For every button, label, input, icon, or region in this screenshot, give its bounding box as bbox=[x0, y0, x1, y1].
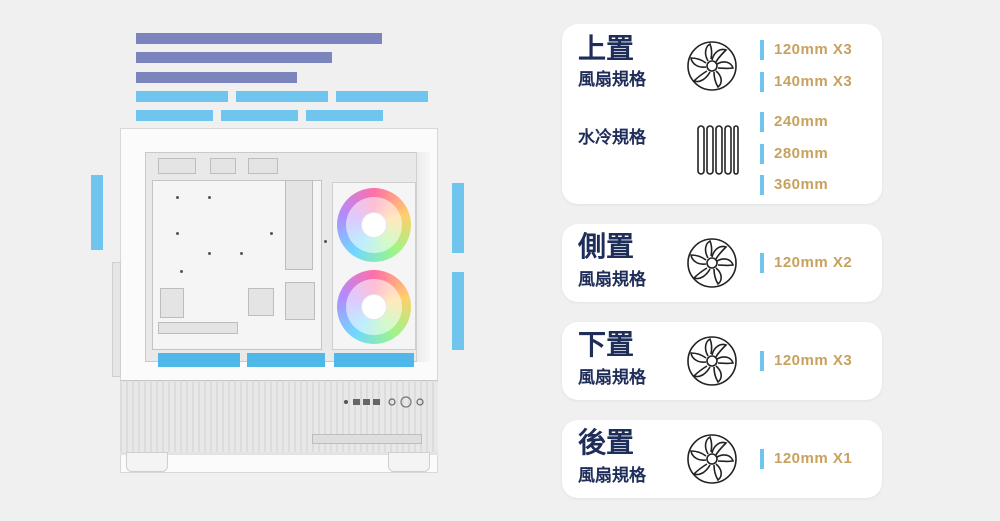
side-fan-indicator bbox=[452, 183, 464, 253]
spec-card-bottom: 下置 風扇規格 120mm X3 bbox=[562, 322, 882, 400]
spec-value: 120mm X1 bbox=[774, 450, 853, 467]
top-radiator-indicator-bar bbox=[136, 110, 213, 121]
spec-card-subtitle: 風扇規格 bbox=[578, 466, 646, 486]
cable-cutout bbox=[158, 322, 238, 334]
spec-card-subtitle: 水冷規格 bbox=[578, 128, 646, 148]
standoff-hole bbox=[176, 196, 179, 199]
bottom-fan-strip bbox=[247, 353, 325, 367]
radiator-icon bbox=[697, 125, 739, 175]
top-radiator-indicator-bar bbox=[336, 91, 428, 102]
cable-cutout bbox=[210, 158, 236, 174]
spec-card-rear: 後置 風扇規格 120mm X1 bbox=[562, 420, 882, 498]
spec-card-side: 側置 風扇規格 120mm X2 bbox=[562, 224, 882, 302]
cable-cutout bbox=[160, 288, 184, 318]
cable-cutout bbox=[285, 282, 315, 320]
rear-fan-indicator bbox=[91, 175, 103, 250]
rgb-fan-icon bbox=[337, 270, 411, 344]
bottom-fan-strip bbox=[334, 353, 414, 367]
bottom-fan-strip bbox=[158, 353, 240, 367]
spec-card-subtitle: 風扇規格 bbox=[578, 270, 646, 290]
spec-value: 360mm bbox=[774, 176, 829, 193]
cable-cutout bbox=[285, 180, 313, 270]
standoff-hole bbox=[240, 252, 243, 255]
spec-value: 120mm X3 bbox=[774, 352, 853, 369]
spec-value: 140mm X3 bbox=[774, 73, 853, 90]
side-fan-indicator bbox=[452, 272, 464, 350]
top-radiator-indicator-bar bbox=[236, 91, 328, 102]
rgb-fan-icon bbox=[337, 188, 411, 262]
top-radiator-indicator-bar bbox=[221, 110, 298, 121]
case-left-panel bbox=[112, 262, 121, 377]
case-foot bbox=[388, 452, 430, 472]
standoff-hole bbox=[270, 232, 273, 235]
top-fan-indicator-bar bbox=[136, 52, 332, 63]
spec-value: 280mm bbox=[774, 145, 829, 162]
standoff-hole bbox=[180, 270, 183, 273]
top-radiator-indicator-bar bbox=[136, 91, 228, 102]
fan-icon bbox=[687, 336, 737, 386]
standoff-hole bbox=[176, 232, 179, 235]
case-glass-edge bbox=[416, 152, 431, 362]
cable-cutout bbox=[158, 158, 196, 174]
spec-card-subtitle: 風扇規格 bbox=[578, 368, 646, 388]
top-fan-indicator-bar bbox=[136, 72, 297, 83]
spec-card-title: 上置 bbox=[578, 32, 635, 65]
spec-card-subtitle: 風扇規格 bbox=[578, 70, 646, 90]
cable-cutout bbox=[248, 288, 274, 316]
fan-icon bbox=[687, 434, 737, 484]
standoff-hole bbox=[208, 252, 211, 255]
spec-card-title: 下置 bbox=[578, 328, 635, 361]
bottom-vent bbox=[312, 434, 422, 444]
front-io-panel bbox=[340, 393, 430, 408]
spec-card-title: 後置 bbox=[578, 426, 635, 459]
cable-cutout bbox=[248, 158, 278, 174]
spec-value: 120mm X3 bbox=[774, 41, 853, 58]
standoff-hole bbox=[324, 240, 327, 243]
spec-value: 240mm bbox=[774, 113, 829, 130]
case-foot bbox=[126, 452, 168, 472]
spec-value: 120mm X2 bbox=[774, 254, 853, 271]
top-radiator-indicator-bar bbox=[306, 110, 383, 121]
spec-card-title: 側置 bbox=[578, 230, 635, 263]
top-fan-indicator-bar bbox=[136, 33, 382, 44]
fan-icon bbox=[687, 41, 737, 91]
standoff-hole bbox=[208, 196, 211, 199]
fan-icon bbox=[687, 238, 737, 288]
spec-card-top: 上置 風扇規格 120mm X3 140mm X3 水冷規格 bbox=[562, 24, 882, 204]
